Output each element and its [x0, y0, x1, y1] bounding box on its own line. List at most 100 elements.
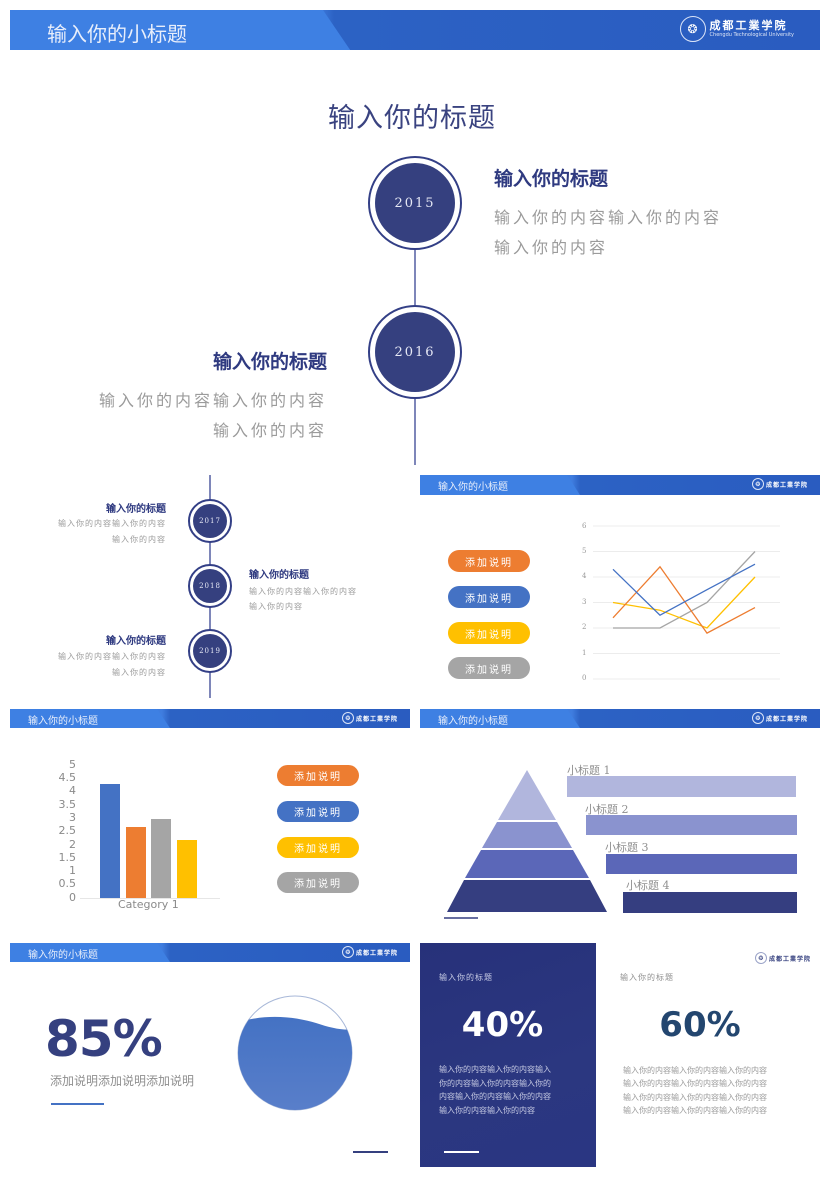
logo-cn-text: 成都工業学院	[355, 949, 398, 957]
bar-series-4	[177, 840, 197, 898]
logo-cn-text: 成都工業学院	[355, 715, 398, 723]
pyramid-level-3	[465, 850, 589, 878]
logo-cn-text: 成都工業学院	[769, 955, 812, 963]
y-tick: 0	[69, 891, 76, 904]
y-tick: 4.5	[58, 771, 77, 784]
level-label-2: 小标题 2	[585, 803, 629, 816]
level-bar-4	[623, 892, 797, 913]
level-label-3: 小标题 3	[605, 841, 649, 854]
y-tick: 5	[69, 758, 76, 771]
slide6-header-bar: 输入你的小标题 ❂ 成都工業学院	[10, 943, 410, 962]
slide6-header-title: 输入你的小标题	[28, 950, 98, 961]
stat-percent-85: 85%	[45, 1010, 163, 1068]
university-emblem-icon: ❂	[751, 478, 764, 490]
series-blue-line	[612, 563, 756, 616]
panel-title: 输入你的标题	[439, 973, 493, 982]
panel-body-line: 你的内容输入你的内容输入你的	[439, 1079, 551, 1088]
year-label: 2017	[193, 504, 227, 538]
timeline-heading: 输入你的标题	[494, 168, 609, 190]
panel-body-line: 输入你的内容输入你的内容输入	[439, 1065, 551, 1074]
year-label: 2016	[375, 312, 455, 392]
panel-body-line: 输入你的内容输入你的内容输入你的内容	[623, 1066, 767, 1075]
panel-body-line: 输入你的内容输入你的内容	[439, 1106, 535, 1115]
y-tick: 2	[582, 623, 587, 631]
year-circle-2017: 2017	[188, 499, 232, 543]
level-label-1: 小标题 1	[567, 764, 611, 777]
logo-en-text: Chengdu Technological University	[709, 32, 794, 38]
legend-button-gray[interactable]: 添加说明	[277, 872, 359, 893]
series-yellow-line	[612, 576, 756, 629]
university-logo-small: ❂ 成都工業学院	[751, 478, 808, 490]
slide1-header-title: 输入你的小标题	[47, 22, 187, 46]
legend-button-orange[interactable]: 添加说明	[277, 765, 359, 786]
x-axis-label: Category 1	[118, 898, 179, 911]
timeline-body-line: 输入你的内容输入你的内容	[249, 587, 357, 596]
timeline-heading: 输入你的标题	[106, 636, 166, 647]
y-tick: 1	[69, 864, 76, 877]
y-tick: 0	[582, 674, 587, 682]
stat-caption: 添加说明添加说明添加说明	[50, 1074, 195, 1088]
year-circle-2015: 2015	[368, 156, 462, 250]
stat-percent-60: 60%	[659, 1005, 741, 1045]
university-logo-small: ❂ 成都工業学院	[341, 946, 398, 958]
university-logo-small: ❂ 成都工業学院	[755, 952, 811, 964]
timeline-body-line: 输入你的内容输入你的内容	[494, 208, 723, 227]
panel-title: 输入你的标题	[620, 973, 674, 982]
y-tick: 2	[69, 838, 76, 851]
year-circle-2016: 2016	[368, 305, 462, 399]
logo-cn-text: 成都工業学院	[709, 19, 788, 32]
slide4-header-title: 输入你的小标题	[28, 716, 98, 727]
accent-line-white	[444, 1151, 479, 1153]
level-bar-1	[567, 776, 796, 797]
bar-series-2	[126, 827, 146, 898]
university-emblem-icon: ❂	[341, 712, 354, 724]
legend-button-blue[interactable]: 添加说明	[448, 586, 530, 608]
legend-button-blue[interactable]: 添加说明	[277, 801, 359, 822]
y-tick: 1.5	[58, 851, 77, 864]
y-tick: 3	[69, 811, 76, 824]
legend-button-yellow[interactable]: 添加说明	[448, 622, 530, 644]
timeline-heading: 输入你的标题	[106, 504, 166, 515]
y-tick: 5	[582, 547, 587, 555]
year-circle-2018: 2018	[188, 564, 232, 608]
y-tick: 1	[582, 649, 587, 657]
level-bar-3	[606, 854, 797, 874]
line-chart: 6 5 4 3 2 1 0	[560, 510, 800, 690]
timeline-body-line: 输入你的内容输入你的内容	[58, 519, 166, 528]
year-label: 2018	[193, 569, 227, 603]
y-tick: 0.5	[58, 877, 77, 890]
slide3-header-bar: 输入你的小标题 ❂ 成都工業学院	[420, 475, 820, 495]
stat-panel-dark: 输入你的标题 40% 输入你的内容输入你的内容输入 你的内容输入你的内容输入你的…	[420, 943, 596, 1167]
bar-series-1	[100, 784, 120, 898]
legend-button-orange[interactable]: 添加说明	[448, 550, 530, 572]
pyramid-level-4	[447, 880, 607, 912]
timeline-body-line: 输入你的内容	[112, 668, 166, 677]
slide1-header-bar: 输入你的小标题 ❂ 成都工業学院 Chengdu Technological U…	[10, 10, 820, 50]
year-circle-2019: 2019	[188, 629, 232, 673]
university-emblem-icon: ❂	[751, 712, 764, 724]
year-label: 2015	[375, 163, 455, 243]
pyramid-level-1	[498, 770, 556, 820]
timeline-body-line: 输入你的内容	[249, 602, 303, 611]
pyramid-diagram	[444, 770, 607, 919]
timeline-body-line: 输入你的内容	[212, 421, 327, 440]
y-tick: 4	[582, 572, 587, 580]
timeline-body-line: 输入你的内容	[494, 238, 609, 257]
university-logo: ❂ 成都工業学院 Chengdu Technological Universit…	[679, 16, 794, 42]
slide5-header-title: 输入你的小标题	[438, 716, 508, 727]
legend-button-yellow[interactable]: 添加说明	[277, 837, 359, 858]
legend-button-gray[interactable]: 添加说明	[448, 657, 530, 679]
university-logo-small: ❂ 成都工業学院	[341, 712, 398, 724]
year-label: 2019	[193, 634, 227, 668]
slide5-header-bar: 输入你的小标题 ❂ 成都工業学院	[420, 709, 820, 728]
bar-series-3	[151, 819, 171, 898]
pyramid-level-2	[482, 822, 572, 848]
y-tick: 2.5	[58, 824, 77, 837]
y-tick: 3.5	[58, 798, 77, 811]
y-tick: 6	[582, 522, 587, 530]
logo-cn-text: 成都工業学院	[765, 715, 808, 723]
water-fill-circle	[237, 995, 353, 1111]
x-axis-line	[80, 898, 220, 899]
stat-percent-40: 40%	[461, 1005, 544, 1045]
university-emblem-icon: ❂	[755, 952, 767, 964]
